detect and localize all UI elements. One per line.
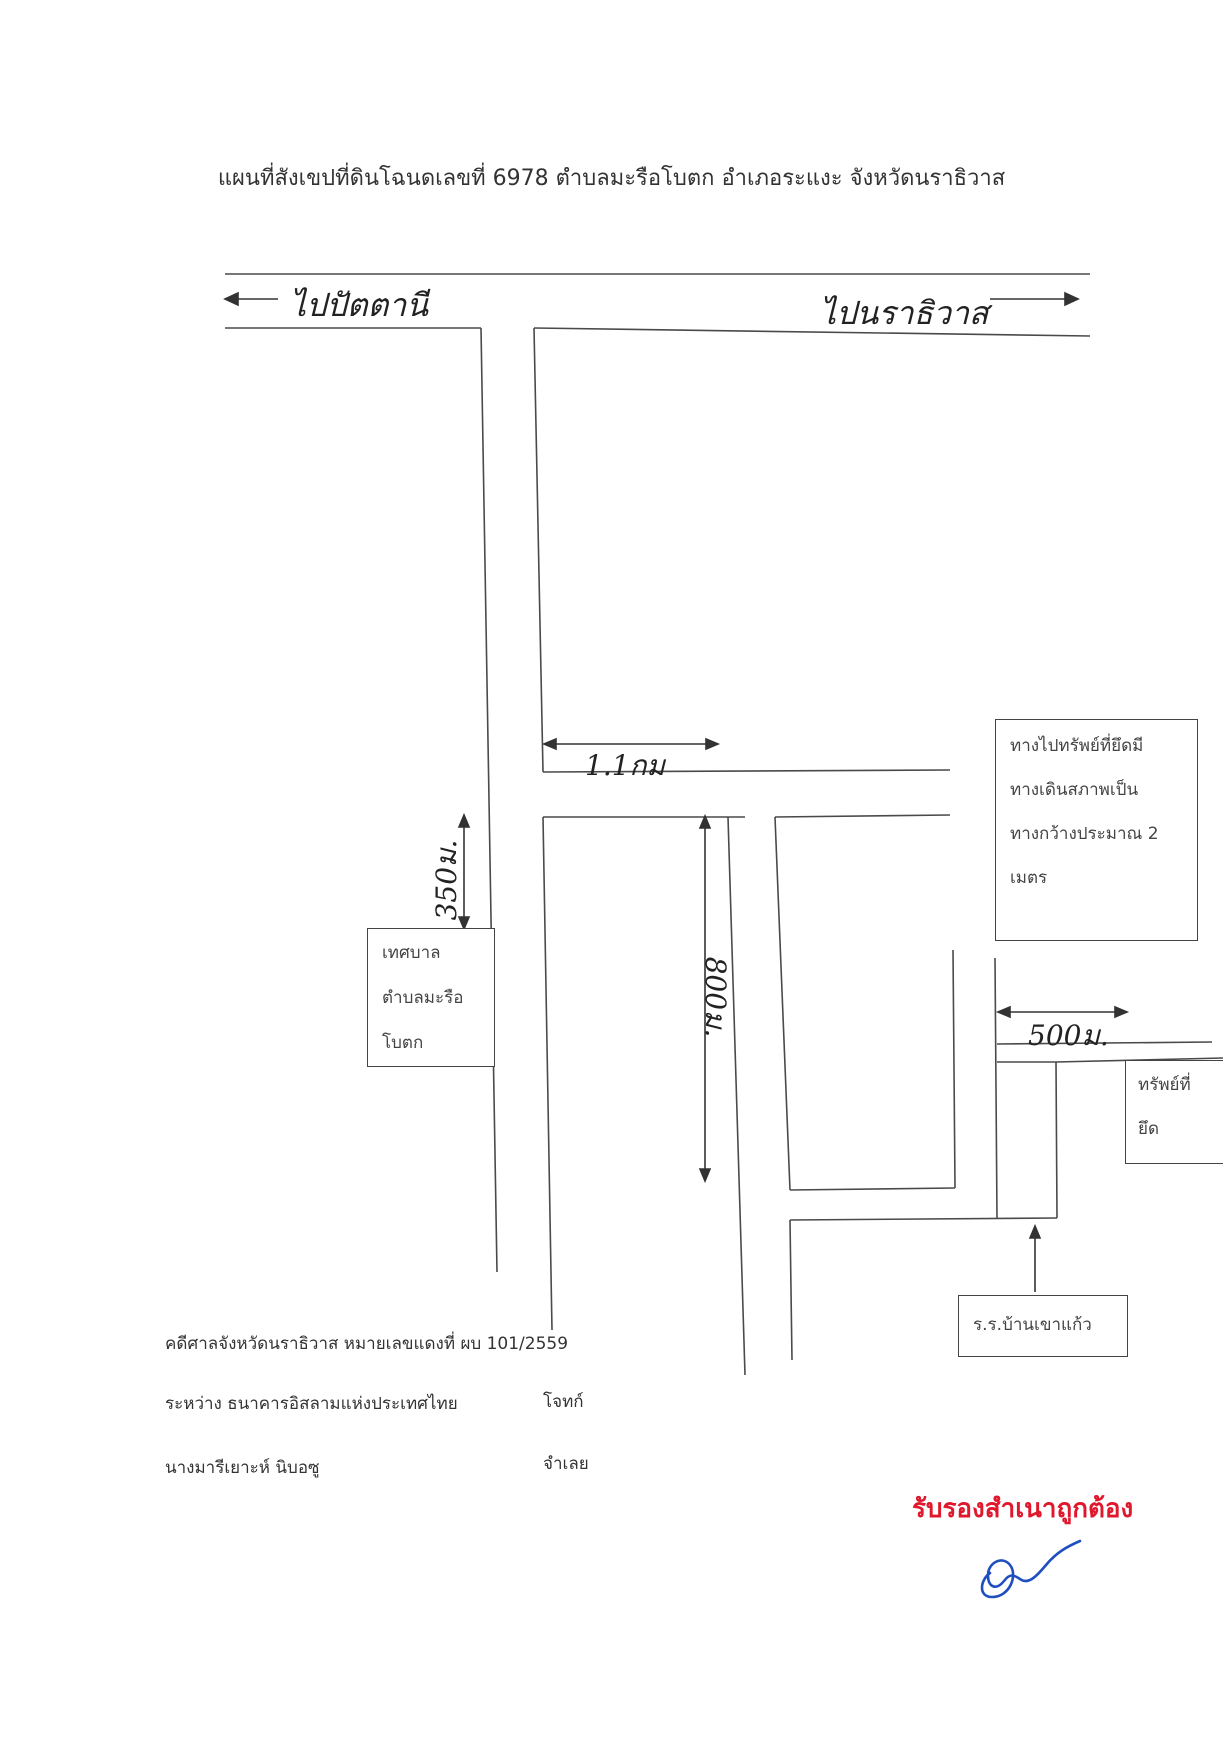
- case-line-3-right: จำเลย: [543, 1454, 589, 1474]
- right-road-left: [994, 957, 998, 1219]
- map-title: แผนที่สังเขปที่ดินโฉนดเลขที่ 6978 ตำบลมะ…: [217, 166, 1006, 191]
- path-note-line-1: ทางไปทรัพย์ที่ยึดมี: [1010, 736, 1144, 756]
- label-to-pattani: ไปปัตตานี: [290, 286, 429, 324]
- inner-block-left: [774, 816, 791, 1191]
- case-line-2-left: ระหว่าง ธนาคารอิสลามแห่งประเทศไทย: [165, 1394, 458, 1414]
- arrow-left-icon: [223, 291, 239, 307]
- distance-500m: 500ม.: [1028, 1019, 1109, 1052]
- inner-block-right: [952, 949, 956, 1189]
- lower-road-left: [789, 1219, 793, 1361]
- lower-road-top: [789, 1217, 1058, 1221]
- left-road-right-edge: [533, 327, 544, 773]
- right-road-right: [1055, 1061, 1058, 1219]
- path-note-line-3: ทางกว้างประมาณ 2: [1010, 824, 1159, 844]
- seized-line-2: ยึด: [1138, 1119, 1160, 1139]
- school-label: ร.ร.บ้านเขาแก้ว: [973, 1315, 1092, 1335]
- municipality-line-3: โบตก: [382, 1033, 424, 1053]
- middle-road-left: [542, 816, 553, 1331]
- distance-1-1km: 1.1กม: [585, 749, 665, 782]
- signature-icon: [980, 1539, 1082, 1599]
- middle-road-right: [727, 816, 746, 1376]
- inner-block-bottom: [789, 1187, 956, 1191]
- case-line-3-left: นางมารีเยาะห์ นิบอซู: [165, 1458, 320, 1478]
- branch-road-top: [542, 769, 951, 773]
- municipality-line-1: เทศบาล: [382, 943, 441, 963]
- path-note-line-4: เมตร: [1010, 868, 1048, 888]
- municipality-box: เทศบาล ตำบลมะรือ โบตก: [367, 928, 495, 1067]
- case-line-2-right: โจทก์: [543, 1392, 584, 1412]
- case-line-1: คดีศาลจังหวัดนราธิวาส หมายเลขแดงที่ ผบ 1…: [165, 1334, 569, 1354]
- school-box: ร.ร.บ้านเขาแก้ว: [958, 1295, 1128, 1357]
- left-road-left-edge: [480, 327, 498, 1273]
- arrow-right-icon: [1064, 291, 1080, 307]
- municipality-line-2: ตำบลมะรือ: [382, 988, 464, 1008]
- main-road-bottom-right: [533, 327, 1091, 337]
- seized-line-1: ทรัพย์ที่: [1138, 1075, 1191, 1095]
- path-note-box: ทางไปทรัพย์ที่ยึดมี ทางเดินสภาพเป็น ทางก…: [995, 719, 1198, 941]
- branch-road-bottom-right: [774, 814, 951, 818]
- right-road-lower-top: [996, 1041, 1213, 1045]
- seized-property-box: ทรัพย์ที่ ยึด: [1125, 1060, 1223, 1164]
- path-note-line-2: ทางเดินสภาพเป็น: [1010, 780, 1139, 800]
- certified-copy-stamp: รับรองสำเนาถูกต้อง: [912, 1494, 1134, 1524]
- label-to-narathiwat: ไปนราธิวาส: [820, 294, 989, 332]
- distance-800m: 800ม.: [699, 956, 732, 1038]
- distance-350m: 350ม.: [430, 839, 463, 921]
